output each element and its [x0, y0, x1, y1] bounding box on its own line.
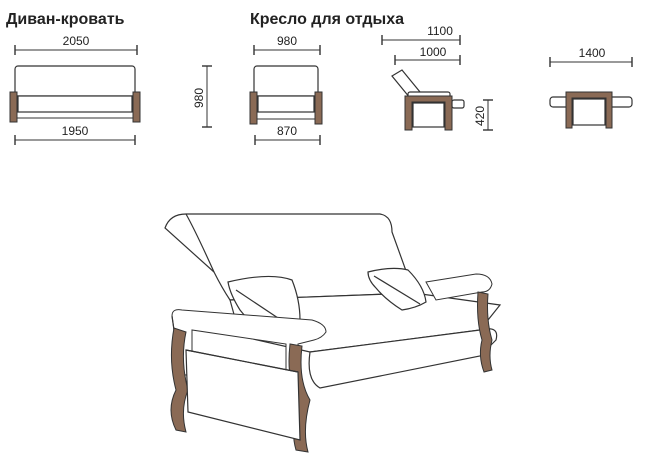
sofa-side-top — [185, 349, 299, 373]
pillow-seam — [373, 275, 421, 305]
recliner-side-panel — [412, 102, 445, 128]
armchair-arm-right — [314, 91, 323, 125]
dim-label-height: 980 — [192, 88, 206, 108]
dim-label-recliner: 1000 — [420, 45, 447, 59]
sofa-front-view: 2050 1950 — [9, 34, 141, 145]
dim-label-armchair-top: 980 — [277, 34, 297, 48]
dim-label-recliner-full: 1100 — [427, 24, 453, 38]
armchair-seat — [257, 95, 315, 113]
extended-frame — [565, 91, 613, 129]
sofa-leg-front-left — [170, 327, 189, 433]
sofa-side-panel — [185, 349, 301, 441]
armchair-title: Кресло для отдыха — [250, 11, 405, 28]
sofa-leg-back-right — [477, 291, 493, 373]
dim-label-sofa-top: 2050 — [63, 34, 90, 48]
dim-label-armchair-bottom: 870 — [277, 124, 297, 138]
extended-side-panel — [572, 98, 606, 126]
dim-label-extended: 1400 — [579, 46, 606, 60]
sofa-arm-right — [132, 91, 141, 123]
sofa-seat — [17, 95, 133, 113]
sofa-armrest-right — [425, 273, 493, 301]
armchair-arm-left — [249, 91, 258, 125]
sofa-bed-title: Диван-кровать — [6, 11, 125, 28]
recliner-footrest — [451, 99, 465, 109]
sofa-backrest — [14, 65, 136, 97]
armchair-front-view: 980 870 — [249, 34, 323, 145]
height-dimension: 980 — [192, 65, 212, 128]
recliner-side-view: 1100 1000 420 — [381, 24, 493, 131]
sofa-pillow-right — [367, 267, 427, 311]
dim-label-seat-height: 420 — [473, 106, 487, 126]
dim-label-sofa-bottom: 1950 — [62, 124, 89, 138]
armchair-backrest — [253, 65, 319, 97]
sofa-back-cushion — [164, 213, 415, 301]
sofa-arm-left — [9, 91, 18, 123]
sofa-perspective-illustration — [164, 213, 502, 453]
sofa-back-fold — [185, 213, 215, 273]
extended-side-view: 1400 — [549, 46, 633, 129]
